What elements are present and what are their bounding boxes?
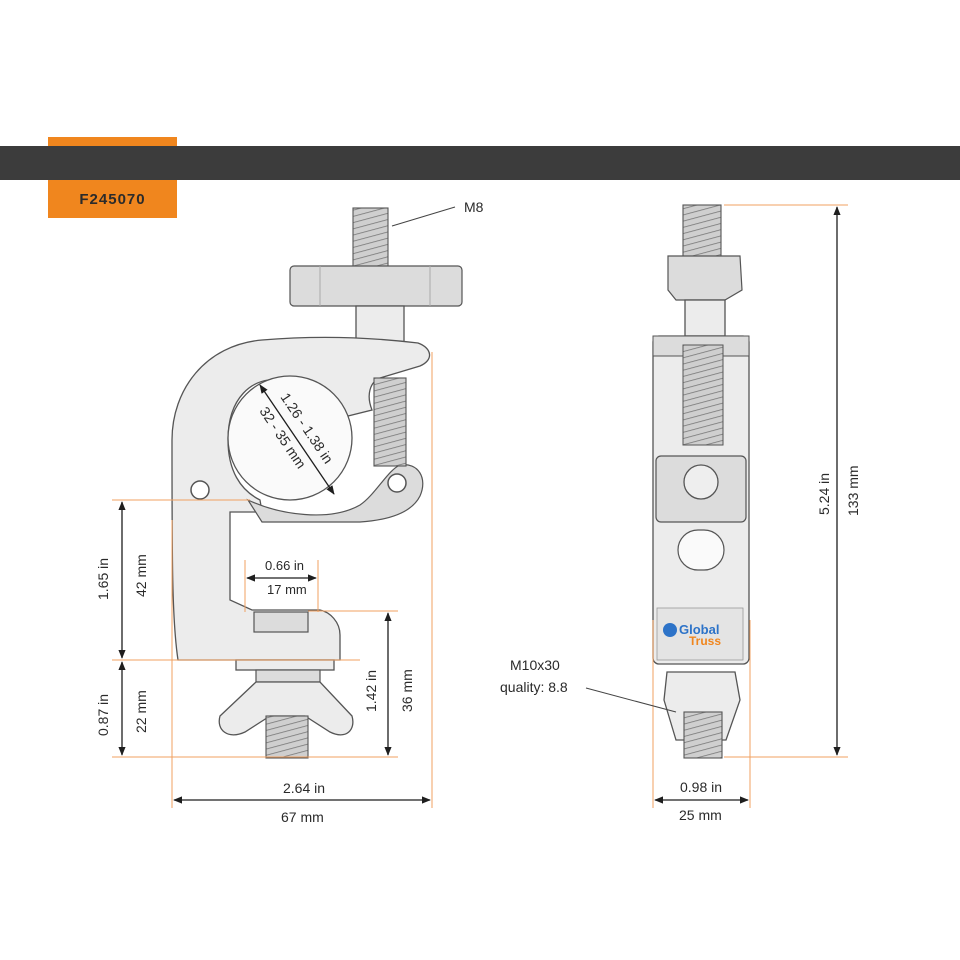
logo-text-1: Global — [679, 622, 719, 637]
dimension-lines-right — [585, 206, 841, 804]
dimension-lines-left — [118, 206, 456, 804]
bottom-bolt — [265, 715, 309, 759]
product-code-label: F245070 — [48, 180, 177, 218]
lower-height-in: 0.87 in — [95, 694, 111, 736]
bolt-callout-quality: quality: 8.8 — [500, 679, 568, 695]
clamp-front-view: Global Truss — [652, 204, 750, 759]
top-thread-rod — [352, 207, 389, 271]
front-pivot-bolt — [683, 464, 719, 500]
thread-callout: M8 — [464, 199, 484, 215]
upper-height-mm: 42 mm — [133, 554, 149, 597]
upper-height-in: 1.65 in — [95, 558, 111, 600]
front-inner-thread — [682, 344, 724, 446]
front-slot — [677, 529, 725, 571]
depth-in: 0.98 in — [680, 779, 722, 795]
front-top-thread — [682, 204, 722, 264]
front-handle-knob — [667, 255, 743, 301]
header-bar — [0, 146, 960, 180]
jaw-dim-in: 0.66 in — [265, 558, 304, 573]
jaw-dim-mm: 17 mm — [267, 582, 307, 597]
depth-mm: 25 mm — [679, 807, 722, 823]
frame-rivet — [190, 480, 210, 500]
clamp-frame — [171, 336, 431, 661]
product-tag-accent — [48, 137, 177, 146]
washer — [235, 659, 335, 671]
globe-icon — [663, 623, 677, 637]
nut — [255, 669, 321, 683]
clamp-side-view — [171, 207, 463, 759]
total-height-in: 5.24 in — [816, 473, 832, 515]
front-bottom-bolt — [683, 711, 723, 759]
pivot-bolt — [387, 473, 407, 493]
total-height-mm: 133 mm — [845, 465, 861, 516]
width-mm: 67 mm — [281, 809, 324, 825]
width-in: 2.64 in — [283, 780, 325, 796]
logo-text-2: Truss — [689, 634, 721, 648]
inner-thread — [373, 377, 407, 467]
extension-lines-left — [112, 352, 433, 808]
base-height-mm: 36 mm — [399, 669, 415, 712]
extension-lines-right — [652, 204, 848, 808]
lower-height-mm: 22 mm — [133, 690, 149, 733]
handle-knob — [289, 265, 463, 307]
front-shaft — [684, 299, 726, 337]
jaw-foot — [253, 611, 309, 633]
bolt-callout-size: M10x30 — [510, 657, 560, 673]
base-height-in: 1.42 in — [363, 670, 379, 712]
